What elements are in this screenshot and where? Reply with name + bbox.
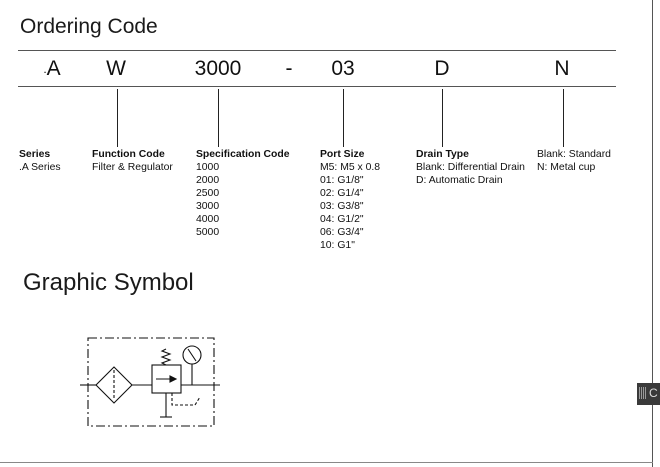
column-cup: Blank: Standard N: Metal cup — [537, 148, 611, 174]
column-port-item: M5: M5 x 0.8 — [320, 162, 381, 173]
column-port-item: 03: G3/8" — [320, 201, 364, 212]
column-spec-head: Specification Code — [196, 149, 290, 160]
leader-port — [343, 89, 344, 147]
leader-function — [117, 89, 118, 147]
page-bottom-border — [0, 462, 653, 463]
column-function-item: Filter & Regulator — [92, 162, 173, 173]
ordering-code-title: Ordering Code — [20, 15, 158, 38]
column-series-head: Series — [19, 149, 51, 160]
leader-spec — [218, 89, 219, 147]
column-series-item: .A Series — [19, 162, 61, 173]
side-tab-label: C — [649, 386, 658, 400]
column-spec-item: 2500 — [196, 188, 220, 199]
side-tab[interactable]: C — [637, 383, 660, 405]
column-spec-item: 5000 — [196, 227, 220, 238]
column-port: Port Size M5: M5 x 0.8 01: G1/8" 02: G1/… — [320, 148, 380, 252]
divider-codes — [18, 86, 616, 87]
filter-regulator-symbol-icon — [80, 337, 220, 427]
code-series-prefix: . — [43, 62, 47, 76]
code-spec: 3000 — [194, 57, 242, 80]
column-spec-item: 4000 — [196, 214, 220, 225]
column-spec-item: 3000 — [196, 201, 220, 212]
leader-drain — [442, 89, 443, 147]
column-drain: Drain Type Blank: Differential Drain D: … — [416, 148, 525, 187]
column-port-head: Port Size — [320, 149, 365, 160]
column-port-item: 02: G1/4" — [320, 188, 364, 199]
column-spec-item: 2000 — [196, 175, 220, 186]
column-drain-item: D: Automatic Drain — [416, 175, 503, 186]
code-function: W — [106, 57, 126, 80]
column-spec: Specification Code 1000 2000 2500 3000 4… — [196, 148, 290, 239]
column-cup-item: Blank: Standard — [537, 149, 611, 160]
code-port: 03 — [331, 57, 355, 80]
grip-icon — [639, 387, 647, 399]
column-spec-item: 1000 — [196, 162, 220, 173]
code-series-letter: A — [46, 57, 61, 80]
code-cup: N — [554, 57, 570, 80]
column-drain-head: Drain Type — [416, 149, 469, 160]
column-series: Series .A Series — [19, 148, 61, 174]
column-function: Function Code Filter & Regulator — [92, 148, 173, 174]
graphic-symbol-title: Graphic Symbol — [23, 269, 194, 296]
divider-top — [18, 50, 616, 51]
code-dash: - — [285, 57, 293, 80]
column-port-item: 01: G1/8" — [320, 175, 364, 186]
column-function-head: Function Code — [92, 149, 165, 160]
column-port-item: 04: G1/2" — [320, 214, 364, 225]
column-drain-item: Blank: Differential Drain — [416, 162, 525, 173]
page-right-border — [652, 0, 653, 467]
leader-cup — [563, 89, 564, 147]
column-cup-item: N: Metal cup — [537, 162, 596, 173]
code-series: .A — [43, 57, 60, 81]
code-drain: D — [434, 57, 450, 80]
column-port-item: 06: G3/4" — [320, 227, 364, 238]
column-port-item: 10: G1" — [320, 240, 355, 251]
